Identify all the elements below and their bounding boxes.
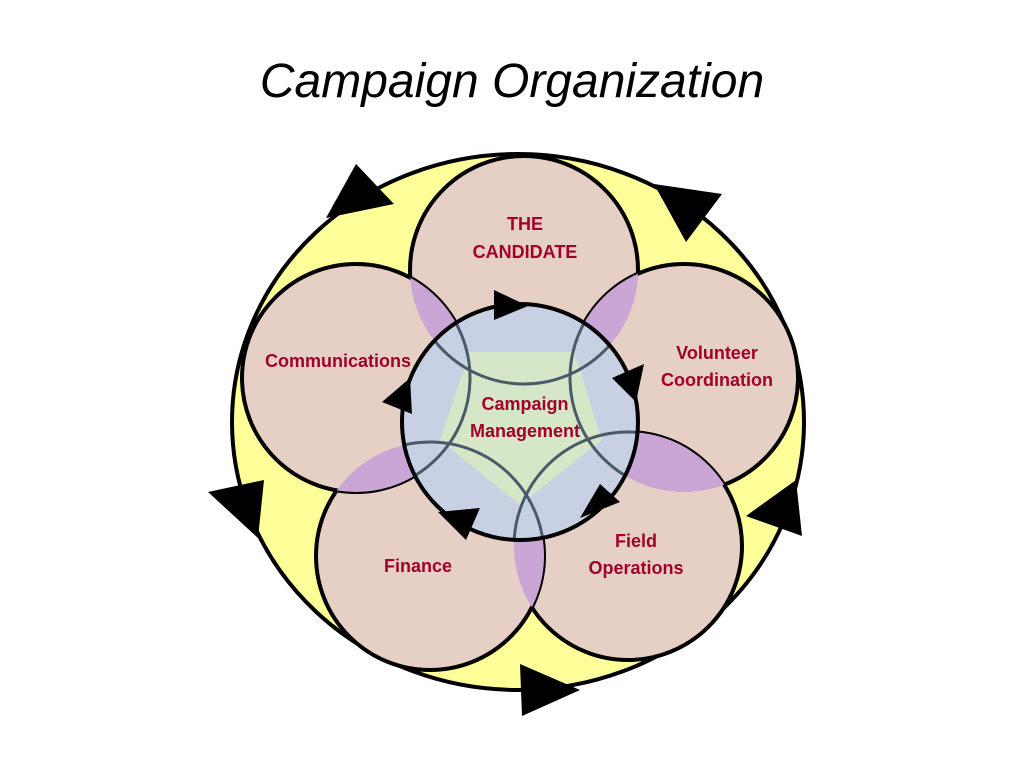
- center-label-line2: Management: [470, 421, 580, 441]
- inner-arrow-right: [612, 364, 644, 402]
- outer-arrow-left: [208, 480, 264, 538]
- page-title: Campaign Organization: [259, 55, 765, 108]
- outer-arrow-bottom: [520, 664, 580, 716]
- candidate-label-line2: CANDIDATE: [473, 242, 578, 262]
- overlap-outlines: [402, 304, 638, 540]
- field-label-line1: Field: [615, 531, 657, 551]
- center-core: [440, 352, 602, 505]
- candidate-label-line1: THE: [507, 214, 543, 234]
- inner-arrow-top: [494, 290, 528, 320]
- volunteer-label-line2: Coordination: [661, 370, 773, 390]
- outer-arrow-right: [746, 480, 802, 536]
- outer-arrow-top-right: [654, 184, 722, 242]
- finance-label: Finance: [384, 556, 452, 576]
- inner-arrow-bottom-right: [580, 484, 620, 518]
- center-label-line1: Campaign: [481, 394, 568, 414]
- volunteer-label-line1: Volunteer: [676, 343, 758, 363]
- inner-arrow-bottom-left: [438, 508, 480, 540]
- communications-label: Communications: [265, 351, 411, 371]
- outer-arrow-top-left: [326, 164, 394, 218]
- field-label-line2: Operations: [588, 558, 683, 578]
- inner-arrow-left: [382, 378, 412, 414]
